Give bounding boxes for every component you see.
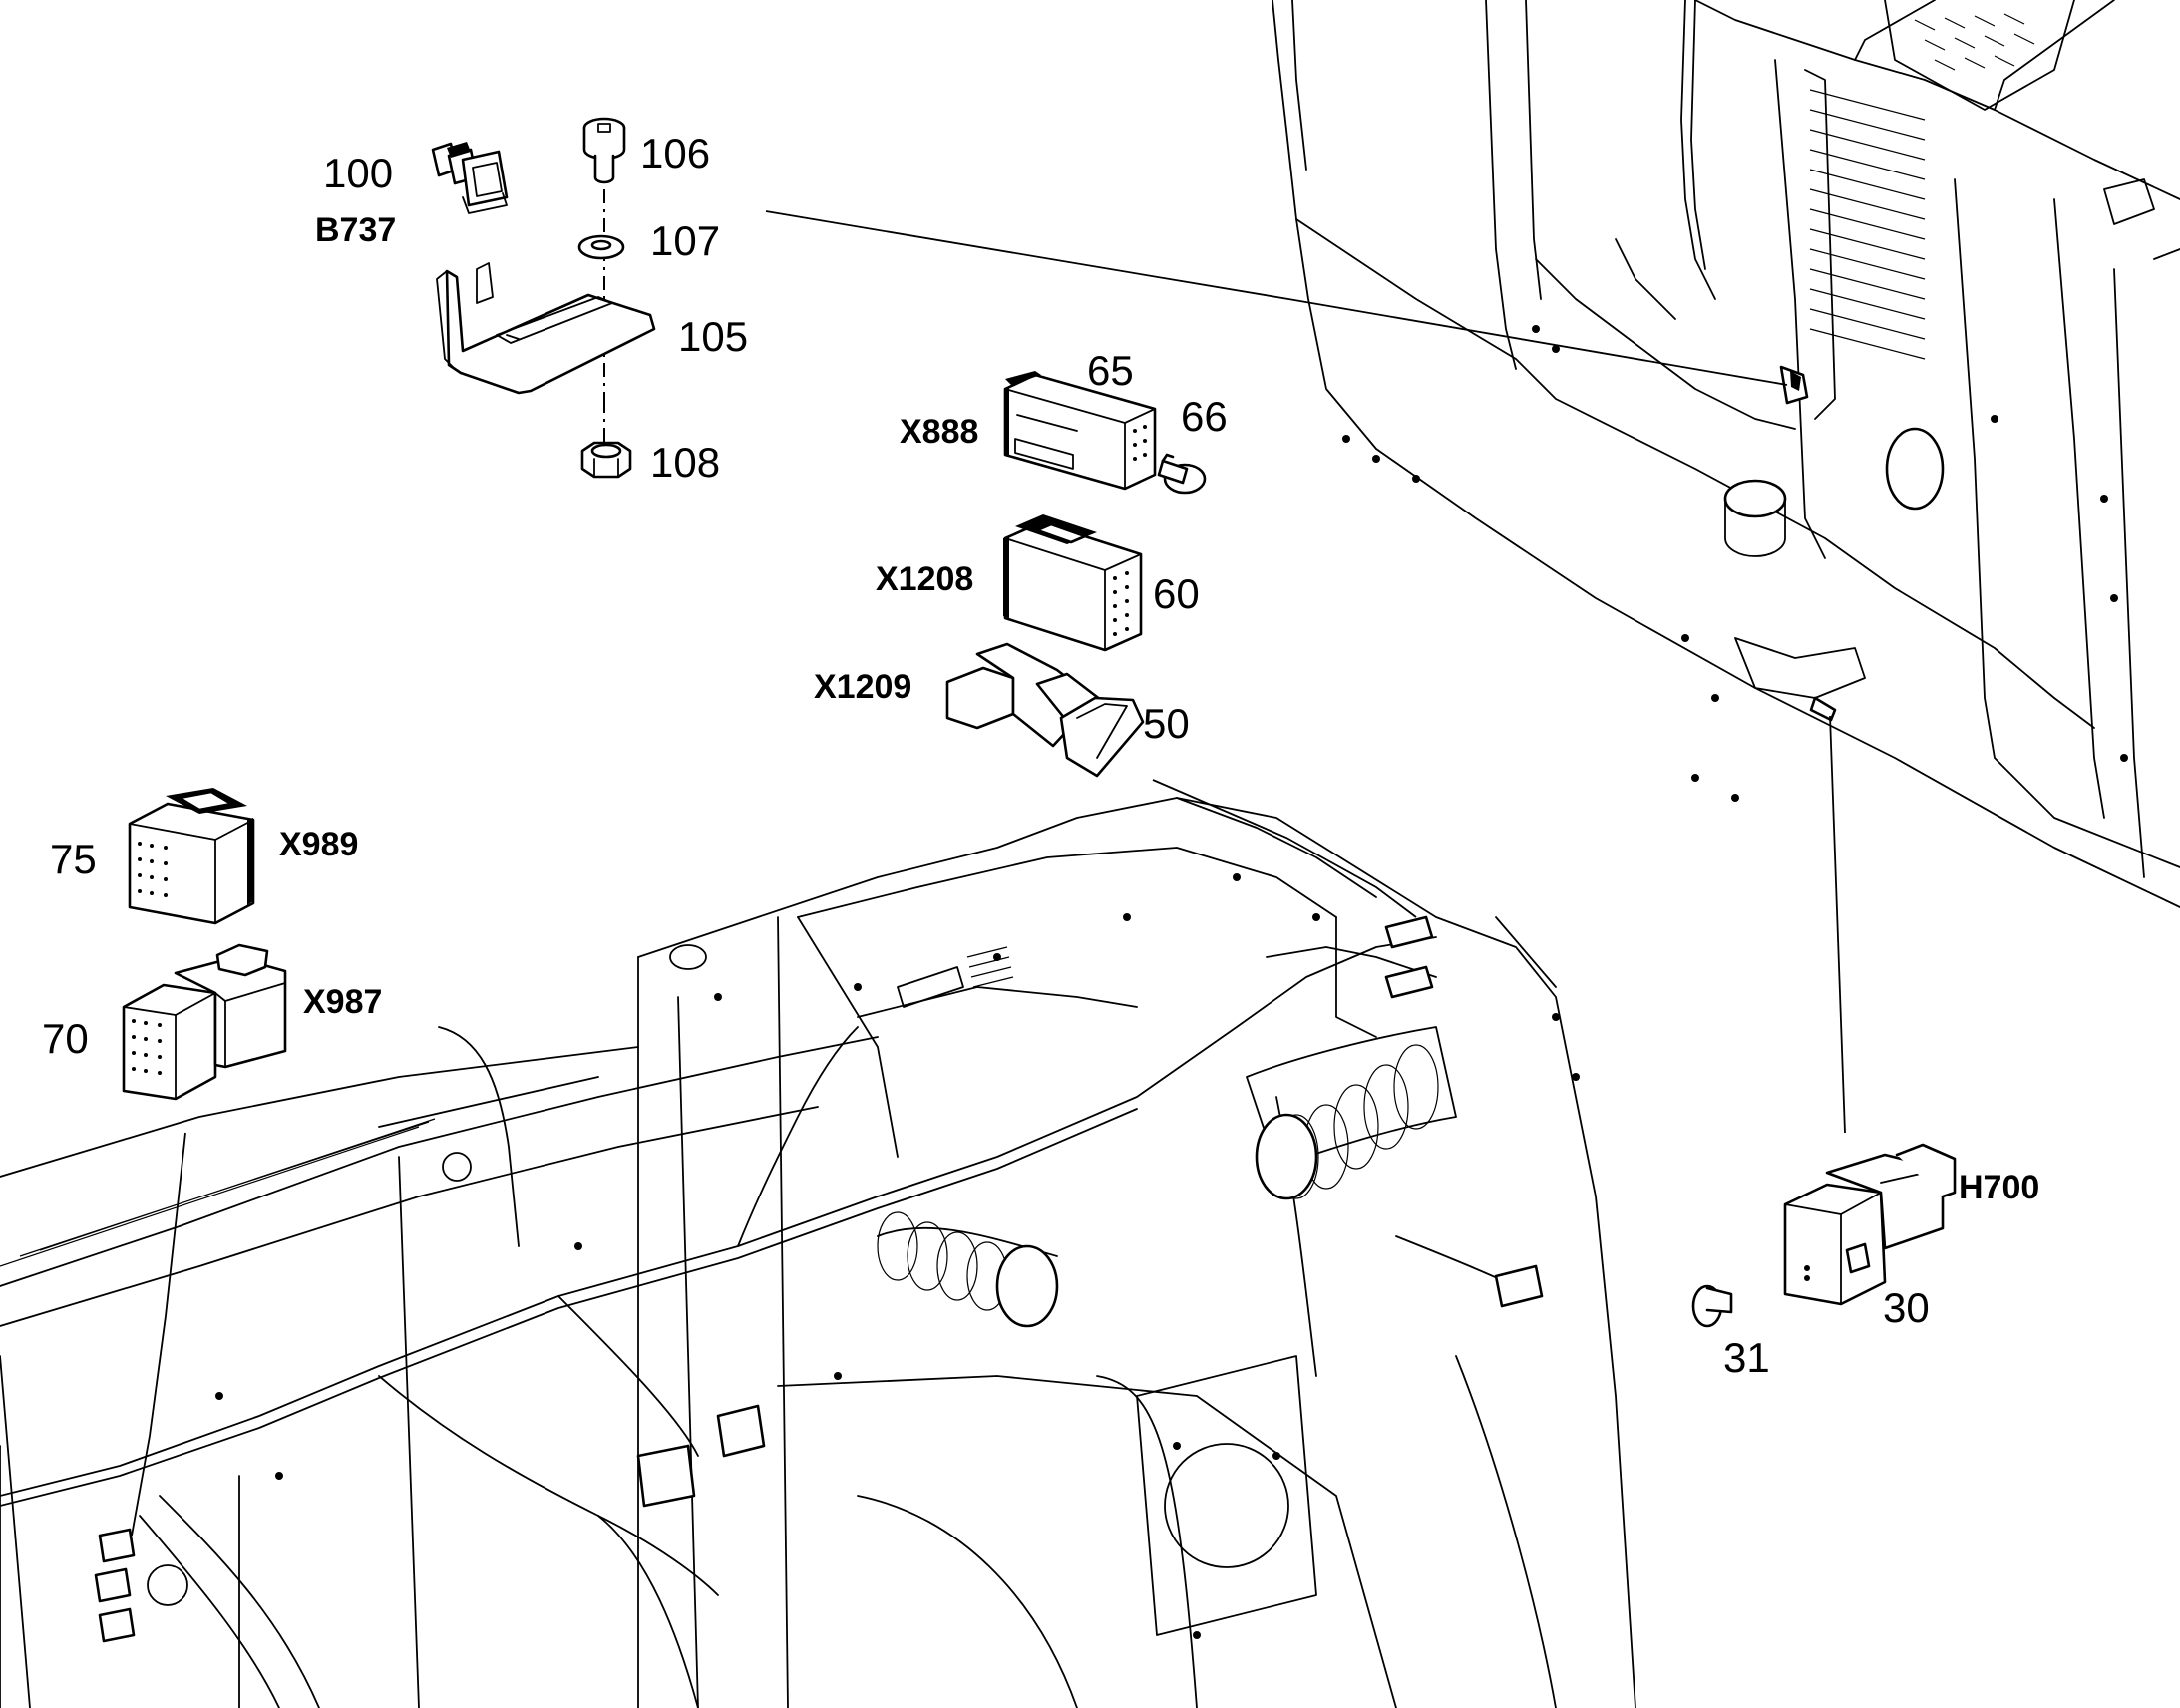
part-100-b737-sensor bbox=[431, 142, 509, 214]
main-chassis-assembly bbox=[0, 797, 1636, 1708]
radiator-frame-assembly bbox=[1272, 0, 2180, 908]
callout-x1208: X1208 bbox=[876, 560, 973, 598]
callout-31: 31 bbox=[1723, 1334, 1770, 1381]
part-30-h700-sensor bbox=[1783, 1143, 1957, 1306]
callout-x987: X987 bbox=[303, 983, 382, 1021]
part-65-x888-connector bbox=[1003, 371, 1157, 491]
part-107-washer bbox=[577, 234, 625, 260]
callout-75: 75 bbox=[50, 836, 97, 882]
callout-60: 60 bbox=[1153, 570, 1200, 617]
leader-lines bbox=[131, 189, 1846, 1537]
part-31-push-rivet bbox=[1691, 1284, 1733, 1328]
part-105-bracket bbox=[436, 262, 656, 395]
callout-66: 66 bbox=[1181, 393, 1228, 440]
callout-30: 30 bbox=[1883, 1284, 1930, 1331]
part-70-x987-connector bbox=[122, 943, 287, 1101]
callout-100: 100 bbox=[323, 150, 393, 196]
callout-108: 108 bbox=[650, 439, 720, 486]
part-106-bolt bbox=[582, 117, 626, 184]
callout-70: 70 bbox=[42, 1015, 89, 1062]
callout-x1209: X1209 bbox=[814, 668, 911, 706]
callout-107: 107 bbox=[650, 217, 720, 264]
part-66-push-rivet bbox=[1157, 453, 1207, 495]
callout-65: 65 bbox=[1087, 347, 1134, 394]
part-108-nut bbox=[580, 441, 632, 479]
callout-105: 105 bbox=[678, 313, 748, 360]
part-75-x989-connector bbox=[128, 788, 255, 925]
callout-h700: H700 bbox=[1959, 1169, 2039, 1206]
callout-50: 50 bbox=[1143, 700, 1190, 747]
callout-x888: X888 bbox=[900, 413, 978, 451]
part-50-x1209-connector bbox=[945, 642, 1145, 778]
callout-106: 106 bbox=[640, 130, 710, 176]
part-60-x1208-connector bbox=[1003, 514, 1143, 652]
callout-labels: 100 B737 106 107 105 108 65 X888 66 X120… bbox=[42, 130, 2039, 1381]
callout-x989: X989 bbox=[279, 826, 358, 863]
callout-b737: B737 bbox=[315, 211, 396, 249]
